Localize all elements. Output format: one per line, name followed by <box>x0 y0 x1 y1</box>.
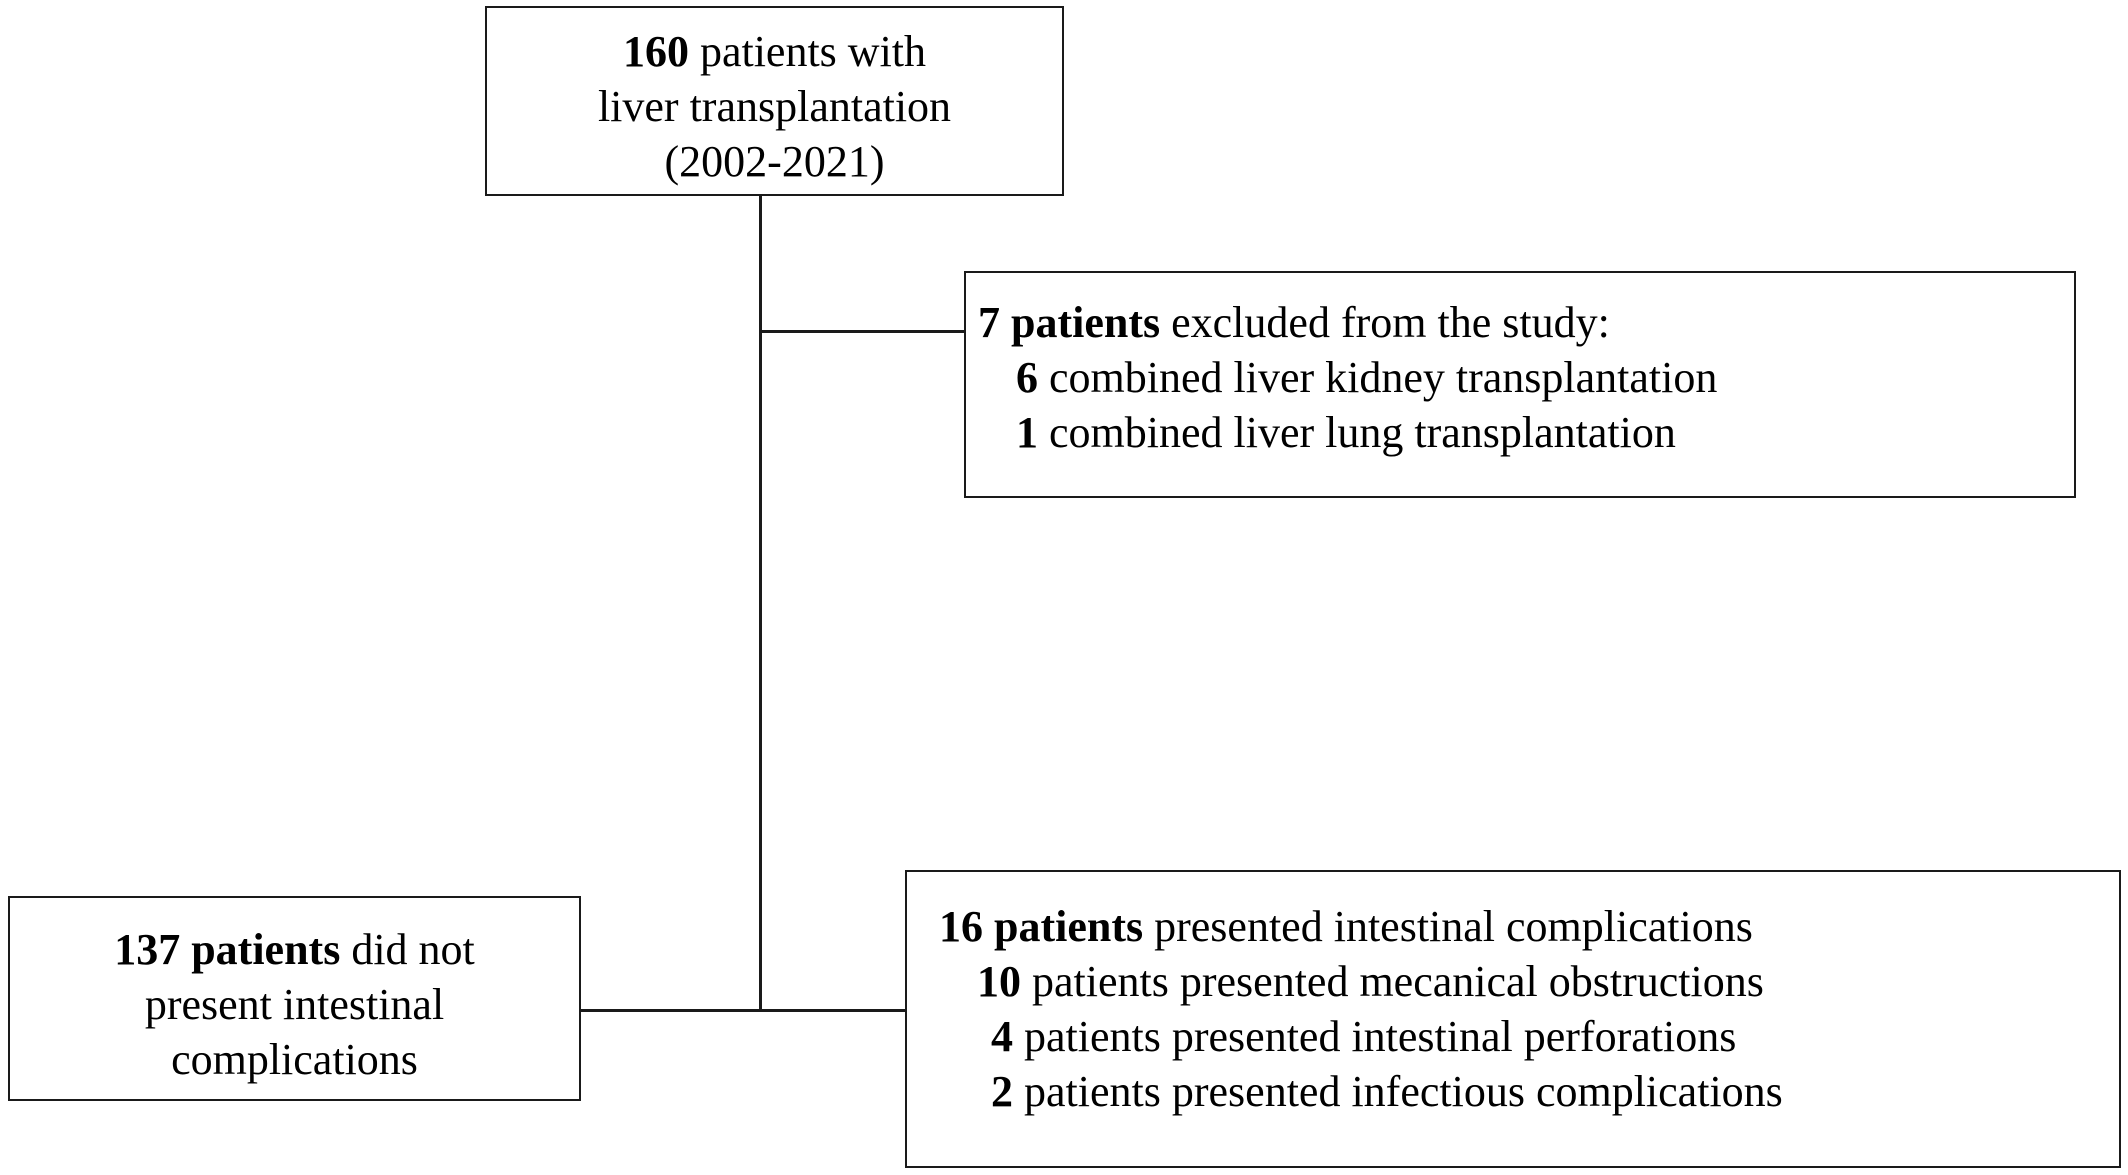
connector-to-complications <box>759 1009 907 1012</box>
connector-vertical-trunk <box>759 195 762 1012</box>
excluded-heading: 7 patients excluded from the study: <box>978 298 1610 347</box>
complications-item: 4 patients presented intestinal perforat… <box>991 1012 1737 1061</box>
complications-item: 2 patients presented infectious complica… <box>991 1067 1783 1116</box>
no-complications-box: 137 patients did not present intestinal … <box>8 896 581 1101</box>
excluded-patients-box: 7 patients excluded from the study: 6 co… <box>964 271 2076 498</box>
excluded-item: 1 combined liver lung transplantation <box>1016 408 1676 457</box>
excluded-item: 6 combined liver kidney transplantation <box>1016 353 1718 402</box>
no-complications-line2: present intestinal <box>144 980 445 1029</box>
complications-heading: 16 patients presented intestinal complic… <box>939 902 1753 951</box>
complications-box: 16 patients presented intestinal complic… <box>905 870 2121 1168</box>
total-patients-line2: liver transplantation <box>597 82 952 131</box>
total-patients-line1: 160 patients with <box>622 27 927 76</box>
connector-to-no-complications <box>580 1009 762 1012</box>
connector-to-excluded <box>759 330 965 333</box>
no-complications-line3: complications <box>171 1035 418 1084</box>
total-patients-box: 160 patients with liver transplantation … <box>485 6 1064 196</box>
complications-item: 10 patients presented mecanical obstruct… <box>977 957 1764 1006</box>
total-patients-line3: (2002-2021) <box>664 137 885 186</box>
total-patients-count: 160 <box>622 27 689 76</box>
no-complications-line1: 137 patients did not <box>114 925 475 974</box>
